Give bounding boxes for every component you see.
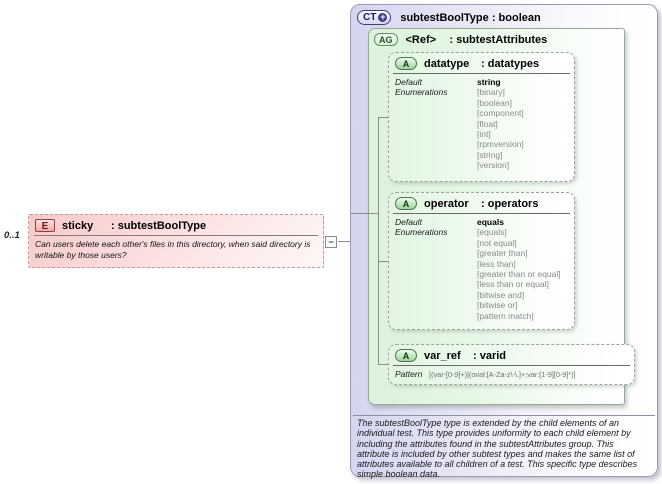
- row-label-enumerations: Enumerations: [395, 227, 448, 238]
- enum-value: [less than]: [477, 258, 516, 269]
- documentation-text: The subtestBoolType type is extended by …: [357, 418, 638, 480]
- enum-value: [version]: [477, 160, 510, 171]
- element-separator: [34, 235, 318, 236]
- complextype-header: CT + subtestBoolType : boolean: [351, 5, 657, 30]
- pattern-value: [(var-[0-9]+)|(oval:[A-Za-z\-\.]+:var:[1…: [429, 370, 576, 379]
- enum-value: [float]: [477, 118, 498, 129]
- attribute-box-varref[interactable]: A var_ref : varid Pattern [(var-[0-9]+)|…: [388, 344, 635, 385]
- connector-vline: [378, 117, 379, 365]
- attributegroup-header: AG <Ref> : subtestAttributes: [369, 29, 624, 50]
- attribute-facets: Pattern [(var-[0-9]+)|(oval:[A-Za-z\-\.]…: [389, 368, 634, 379]
- enum-value: [bitwise or]: [477, 300, 518, 311]
- element-type: : subtestBoolType: [111, 219, 207, 232]
- attribute-box-datatype[interactable]: A datatype : datatypes Default Enumerati…: [388, 52, 575, 182]
- element-annotation: Can users delete each other's files in t…: [35, 239, 311, 260]
- enum-value: [bitwise and]: [477, 289, 525, 300]
- attribute-badge: A: [395, 197, 417, 210]
- connector-element-to-type: [338, 241, 351, 242]
- enum-value: [not equal]: [477, 237, 517, 248]
- cardinality-label: 0..1: [4, 230, 20, 241]
- facet-labels: Default Enumerations: [395, 217, 477, 321]
- connector-stub-datatype: [379, 117, 388, 118]
- facet-values: string [binary] [boolean] [component] [f…: [477, 77, 568, 171]
- enum-value: [pattern match]: [477, 310, 534, 321]
- attribute-type: : operators: [481, 197, 539, 210]
- row-label-enumerations: Enumerations: [395, 87, 448, 98]
- attribute-header: A datatype : datatypes: [389, 53, 574, 72]
- enum-value: [component]: [477, 108, 524, 119]
- connector-type-to-group: [351, 213, 378, 214]
- enum-value: [rpmversion]: [477, 139, 524, 150]
- enum-value: [equals]: [477, 227, 507, 238]
- connector-stub-varref: [379, 364, 388, 365]
- attribute-facets: Default Enumerations string [binary] [bo…: [389, 76, 574, 171]
- facet-labels: Default Enumerations: [395, 77, 477, 171]
- attribute-separator: [393, 73, 570, 74]
- element-box-sticky[interactable]: E sticky : subtestBoolType Can users del…: [28, 214, 324, 268]
- attribute-type: : datatypes: [481, 57, 540, 70]
- attribute-name: operator: [424, 197, 469, 210]
- attribute-badge: A: [395, 349, 417, 362]
- default-value: equals: [477, 217, 504, 227]
- attribute-box-operator[interactable]: A operator : operators Default Enumerati…: [388, 192, 575, 330]
- row-label-pattern: Pattern: [395, 369, 423, 379]
- enum-value: [int]: [477, 129, 491, 140]
- attribute-header: A operator : operators: [389, 193, 574, 212]
- attributegroup-name: <Ref>: [405, 33, 437, 46]
- attribute-facets: Default Enumerations equals [equals] [no…: [389, 216, 574, 321]
- element-badge: E: [35, 219, 55, 232]
- complextype-badge-label: CT: [363, 12, 377, 23]
- element-name: sticky: [62, 219, 94, 232]
- attribute-separator: [393, 213, 570, 214]
- plus-icon[interactable]: +: [378, 12, 388, 22]
- attribute-name: datatype: [424, 57, 470, 70]
- attribute-name: var_ref: [424, 349, 461, 362]
- complextype-title: subtestBoolType : boolean: [400, 11, 541, 24]
- default-value: string: [477, 77, 501, 87]
- row-label-default: Default: [395, 217, 422, 227]
- attribute-type: : varid: [473, 349, 507, 362]
- enum-value: [greater than]: [477, 248, 528, 259]
- enum-value: [binary]: [477, 87, 505, 98]
- documentation-separator: [353, 415, 655, 416]
- facet-values: equals [equals] [not equal] [greater tha…: [477, 217, 568, 321]
- attributegroup-type: : subtestAttributes: [449, 33, 548, 46]
- row-label-default: Default: [395, 77, 422, 87]
- collapse-toggle[interactable]: −: [325, 236, 337, 248]
- enum-value: [greater than or equal]: [477, 269, 561, 280]
- attribute-header: A var_ref : varid: [389, 345, 634, 364]
- element-header: E sticky : subtestBoolType: [29, 215, 323, 234]
- enum-value: [string]: [477, 149, 503, 160]
- enum-value: [boolean]: [477, 97, 512, 108]
- minus-icon: −: [328, 236, 334, 247]
- connector-stub-operator: [379, 261, 388, 262]
- complextype-badge: CT +: [357, 10, 392, 25]
- enum-value: [less than or equal]: [477, 279, 549, 290]
- attribute-badge: A: [395, 57, 417, 70]
- attribute-separator: [393, 365, 630, 366]
- attributegroup-badge: AG: [374, 33, 398, 46]
